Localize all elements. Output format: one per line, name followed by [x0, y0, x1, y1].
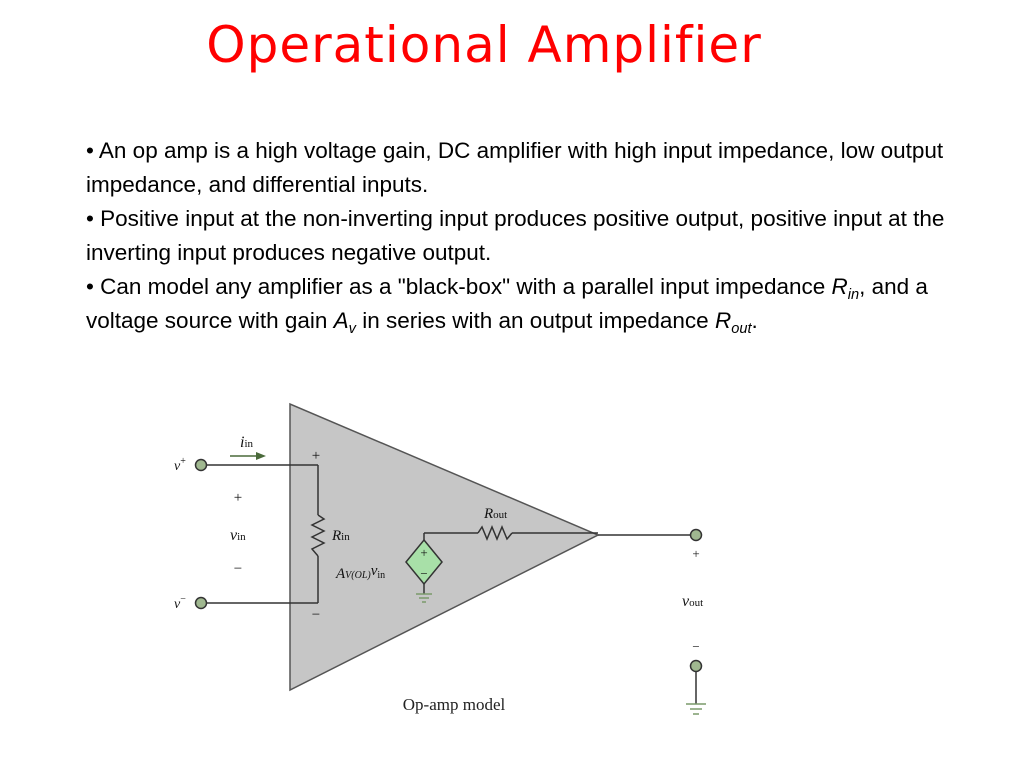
source-minus-sign: − — [420, 566, 427, 581]
r-out-label: Rout — [483, 506, 507, 522]
out-ground-icon — [686, 703, 706, 715]
bullet-marker: • — [86, 274, 94, 299]
v-in-plus-sign: + — [234, 490, 242, 506]
bullet-item: • An op amp is a high voltage gain, DC a… — [86, 134, 966, 202]
inverting-sign: − — [312, 607, 320, 623]
source-plus-sign: + — [420, 545, 427, 560]
v-minus-label: v− — [174, 594, 186, 612]
bullet-marker: • — [86, 206, 94, 231]
op-amp-model-diagram: + − iin v+ v− + − vin + − — [174, 402, 706, 715]
v-out-minus-sign: − — [692, 639, 699, 654]
bullet-text: Can model any amplifier as a "black-box"… — [100, 274, 832, 299]
v-out-label: vout — [682, 593, 703, 610]
a-vol-label: AV(OL)vin — [335, 563, 385, 582]
slide-title: Operational Amplifier — [206, 16, 762, 74]
op-amp-triangle — [289, 402, 600, 692]
source-ground-icon — [416, 593, 432, 603]
bullet-item: • Positive input at the non-inverting in… — [86, 202, 966, 270]
bullet-list: • An op amp is a high voltage gain, DC a… — [86, 134, 966, 338]
out-ground-terminal — [689, 659, 703, 673]
rout-resistor — [477, 525, 513, 541]
rin-resistor — [310, 514, 326, 557]
rin-symbol: Rin — [831, 274, 860, 304]
v-out-plus-sign: + — [692, 546, 699, 561]
r-in-label: Rin — [331, 528, 350, 544]
bullet-text: An op amp is a high voltage gain, DC amp… — [86, 138, 944, 197]
v-minus-terminal — [194, 596, 208, 610]
av-symbol: Av — [333, 308, 356, 338]
v-plus-label: v+ — [174, 456, 186, 474]
v-in-label: vin — [230, 527, 246, 544]
v-out-terminal — [689, 528, 703, 542]
bullet-marker: • — [86, 138, 94, 163]
current-arrow-head — [256, 452, 266, 460]
bullet-text: Positive input at the non-inverting inpu… — [86, 206, 945, 265]
bullet-text: . — [751, 308, 758, 333]
rout-symbol: Rout — [714, 308, 752, 338]
bullet-item: • Can model any amplifier as a "black-bo… — [86, 270, 966, 338]
v-in-minus-sign: − — [234, 561, 242, 577]
diagram-caption: Op-amp model — [403, 695, 506, 714]
bullet-text: in series with an output impedance — [355, 308, 715, 333]
i-in-label: iin — [240, 434, 254, 451]
bullet-text: , and a voltage source with gain — [86, 274, 928, 333]
non-inverting-sign: + — [312, 448, 320, 464]
v-plus-terminal — [194, 458, 208, 472]
